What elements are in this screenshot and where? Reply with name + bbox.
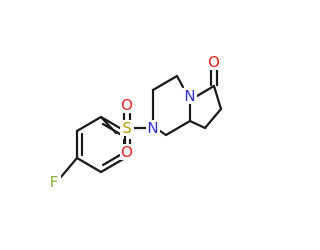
nitrogen-ring-fused-label: N — [184, 87, 195, 105]
nitrogen-ring-left-label: N — [147, 119, 158, 137]
oxygen-carbonyl-label: O — [208, 53, 220, 71]
molecule-structure-diagram: F S O O N N O — [47, 53, 223, 191]
bond-benzene-3 — [99, 156, 127, 174]
bond-pyrrolidinone-2 — [212, 84, 223, 111]
bond-piperazine-2 — [151, 74, 179, 92]
atom-oxygen-sulfonyl-bottom: O — [120, 143, 134, 161]
sulfur-label: S — [122, 119, 132, 137]
bond-pyrrolidinone-1 — [195, 84, 216, 98]
atom-nitrogen-ring-left: N — [146, 119, 160, 137]
atom-oxygen-carbonyl: O — [207, 53, 221, 71]
fluorine-label: F — [50, 173, 59, 191]
bond-benzene-double-2 — [101, 153, 122, 167]
bond-ring-sulfur — [99, 115, 118, 135]
oxygen-sulfonyl-top-label: O — [121, 96, 133, 114]
bond-layer — [59, 64, 223, 179]
bond-pyrrolidinone-3 — [203, 107, 223, 130]
bond-piperazine-5 — [164, 119, 192, 137]
atom-layer: F S O O N N O — [47, 53, 221, 191]
bond-benzene-6 — [75, 115, 103, 133]
bond-benzene-4 — [75, 156, 103, 174]
bond-pyrrolidinone-4 — [188, 119, 207, 130]
bond-piperazine-6 — [158, 129, 168, 137]
atom-fluorine: F — [47, 173, 61, 191]
atom-nitrogen-ring-fused: N — [183, 87, 197, 105]
atom-oxygen-sulfonyl-top: O — [120, 96, 134, 114]
oxygen-sulfonyl-bottom-label: O — [121, 143, 133, 161]
bond-piperazine-3 — [175, 74, 185, 89]
atom-sulfur: S — [120, 119, 134, 137]
bond-fluorine-ring — [59, 156, 79, 179]
